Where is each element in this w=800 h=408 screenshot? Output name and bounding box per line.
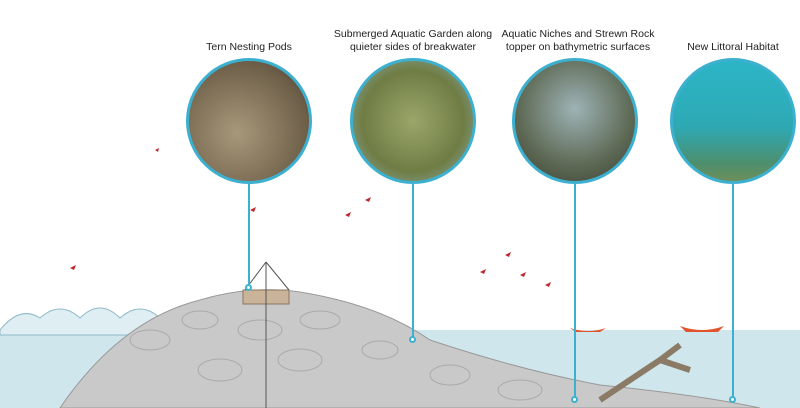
callout-dot (571, 396, 578, 403)
label-line: Aquatic Niches and Strewn Rock (501, 28, 655, 40)
birds (70, 148, 551, 287)
callout-line (732, 184, 734, 398)
label-tern-nesting-pods: Tern Nesting Pods (206, 41, 292, 53)
photo-littoral-habitat (670, 58, 796, 184)
label-line: Submerged Aquatic Garden along (333, 28, 493, 40)
label-new-littoral-habitat: New Littoral Habitat (687, 41, 779, 53)
boat (680, 326, 724, 332)
photo-aquatic-niches (512, 58, 638, 184)
callout-dot (245, 284, 252, 291)
label-aquatic-niches: Aquatic Niches and Strewn Rock topper on… (502, 28, 655, 54)
callout-dot (729, 396, 736, 403)
callout-line (248, 184, 250, 286)
label-line: quieter sides of breakwater (349, 41, 477, 53)
rock-texture (129, 310, 543, 401)
callout-dot (409, 336, 416, 343)
callout-line (574, 184, 576, 398)
label-line: topper on bathymetric surfaces (505, 41, 651, 53)
kayak (570, 328, 606, 332)
callout-line (412, 184, 414, 338)
photo-tern-nesting (186, 58, 312, 184)
label-submerged-garden: Submerged Aquatic Garden along quieter s… (334, 28, 492, 54)
driftwood (598, 342, 691, 403)
photo-submerged-garden (350, 58, 476, 184)
